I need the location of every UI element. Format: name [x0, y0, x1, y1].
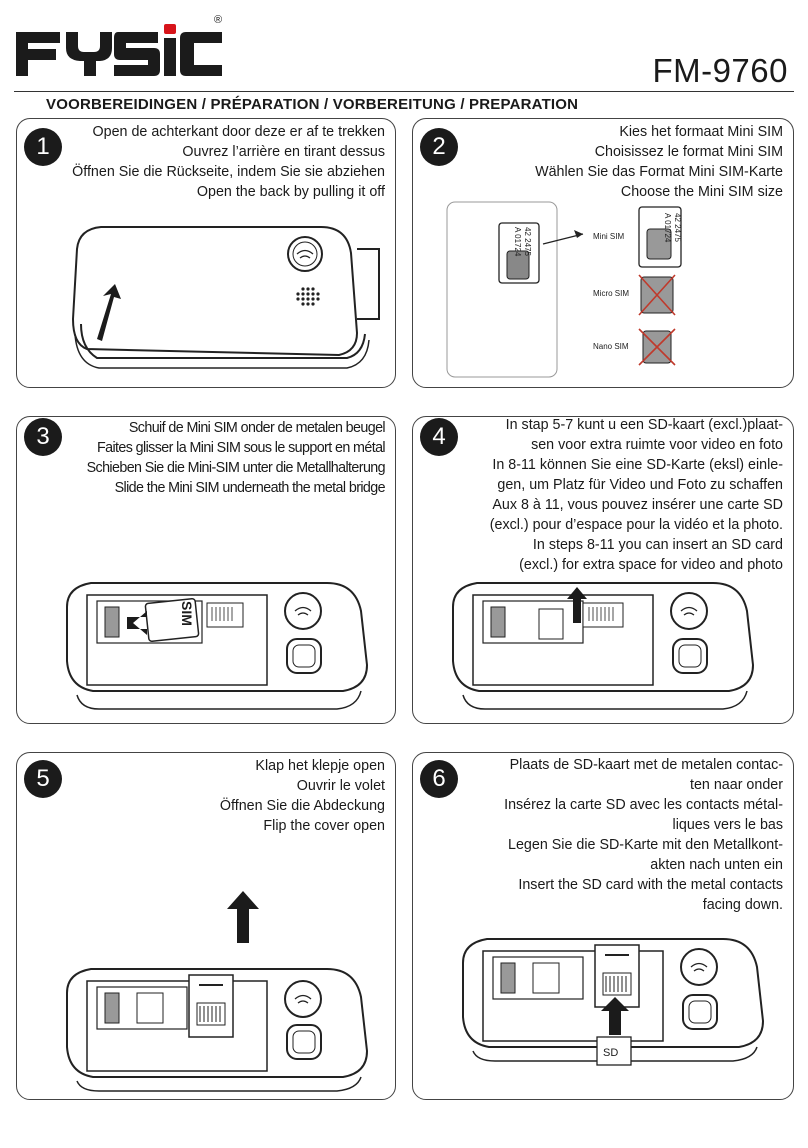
- step-4-line: sen voor extra ruimte voor video en foto: [531, 437, 783, 453]
- step-4-line: Aux 8 à 11, vous pouvez insérer une cart…: [492, 497, 783, 513]
- step-3-line: Schuif de Mini SIM onder de metalen beug…: [128, 420, 386, 436]
- step-3-line: Slide the Mini SIM underneath the metal …: [114, 480, 386, 496]
- step-3-line: Faites glisser la Mini SIM sous le suppo…: [96, 440, 386, 456]
- step-6-number: 6: [420, 760, 458, 798]
- step-4-text: In stap 5-7 kunt u een SD-kaart (excl.)p…: [489, 417, 783, 575]
- sim-option-mini: Mini SIM: [593, 232, 624, 241]
- step-5-line: Ouvrir le volet: [296, 778, 385, 794]
- step-4-line: gen, um Platz für Video und Foto zu scha…: [497, 477, 783, 493]
- step-4-line: In 8-11 können Sie eine SD-Karte (eksl) …: [492, 457, 783, 473]
- step-4-line: In steps 8-11 you can insert an SD card: [532, 537, 783, 553]
- phone-open-sim-illustration: SIM: [66, 582, 369, 710]
- step-6-line: liques vers le bas: [672, 817, 783, 833]
- step-2-line: Kies het formaat Mini SIM: [619, 124, 783, 140]
- step-2-line: Choisissez le format Mini SIM: [594, 144, 783, 160]
- step-6-panel: 6 Plaats de SD-kaart met de metalen cont…: [412, 752, 794, 1100]
- step-1-line: Open de achterkant door deze er af te tr…: [92, 124, 385, 140]
- step-5-line: Flip the cover open: [263, 818, 385, 834]
- svg-text:A 01724: A 01724: [513, 227, 522, 257]
- step-4-panel: 4 In stap 5-7 kunt u een SD-kaart (excl.…: [412, 416, 794, 724]
- sim-card-label: SIM: [179, 601, 195, 626]
- step-6-line: akten nach unten ein: [650, 857, 783, 873]
- page-heading: VOORBEREIDINGEN / PRÉPARATION / VORBEREI…: [46, 96, 579, 113]
- step-4-line: (excl.) for extra space for video and ph…: [519, 557, 783, 573]
- step-6-line: Insert the SD card with the metal contac…: [518, 877, 783, 893]
- fysic-logo: [16, 24, 222, 76]
- step-6-line: ten naar onder: [690, 777, 783, 793]
- step-2-panel: 2 Kies het formaat Mini SIM Choisissez l…: [412, 118, 794, 388]
- step-2-line: Wählen Sie das Format Mini SIM-Karte: [535, 164, 783, 180]
- step-5-line: Klap het klepje open: [255, 758, 385, 774]
- sim-option-nano: Nano SIM: [593, 342, 629, 351]
- step-2-number: 2: [420, 128, 458, 166]
- sim-option-micro: Micro SIM: [593, 289, 629, 298]
- step-4-line: In stap 5-7 kunt u een SD-kaart (excl.)p…: [505, 417, 783, 433]
- svg-text:A 01724: A 01724: [663, 213, 672, 243]
- step-5-number: 5: [24, 760, 62, 798]
- step-1-line: Öffnen Sie die Rückseite, indem Sie sie …: [72, 164, 385, 180]
- step-1-line: Ouvrez l’arrière en tirant dessus: [182, 144, 385, 160]
- step-3-number: 3: [24, 418, 62, 456]
- step-3-text: Schuif de Mini SIM onder de metalen beug…: [86, 418, 386, 498]
- step-6-line: Insérez la carte SD avec les contacts mé…: [504, 797, 783, 813]
- step-4-line: (excl.) pour d’espace pour la vidéo et l…: [489, 517, 783, 533]
- step-3-line: Schieben Sie die Mini-SIM unter die Meta…: [86, 460, 386, 476]
- step-1-text: Open de achterkant door deze er af te tr…: [72, 122, 385, 202]
- step-1-line: Open the back by pulling it off: [196, 184, 385, 200]
- step-6-line: facing down.: [702, 897, 783, 913]
- phone-sd-slot-illustration: [452, 582, 755, 710]
- step-4-number: 4: [420, 418, 458, 456]
- step-1-panel: 1 Open de achterkant door deze er af te …: [16, 118, 396, 388]
- sim-size-illustration: 42 2475 A 01724 Mini SIM 42 2475 A 01724…: [446, 201, 682, 378]
- svg-text:42 2475: 42 2475: [523, 227, 532, 256]
- step-1-number: 1: [24, 128, 62, 166]
- model-number: FM-9760: [652, 52, 788, 89]
- phone-back-illustration: [71, 226, 380, 369]
- step-3-panel: 3 Schuif de Mini SIM onder de metalen be…: [16, 416, 396, 724]
- step-2-line: Choose the Mini SIM size: [620, 184, 783, 200]
- step-2-text: Kies het formaat Mini SIM Choisissez le …: [535, 122, 783, 202]
- sd-card-label: SD: [603, 1047, 618, 1059]
- step-5-panel: 5 Klap het klepje open Ouvrir le volet Ö…: [16, 752, 396, 1100]
- step-5-line: Öffnen Sie die Abdeckung: [219, 798, 385, 814]
- step-6-line: Plaats de SD-kaart met de metalen contac…: [509, 757, 783, 773]
- phone-insert-sd-illustration: SD: [462, 938, 765, 1066]
- registered-mark: ®: [214, 14, 223, 26]
- header-rule: [14, 91, 794, 92]
- step-5-text: Klap het klepje open Ouvrir le volet Öff…: [220, 756, 385, 836]
- step-6-text: Plaats de SD-kaart met de metalen contac…: [504, 755, 783, 915]
- phone-flip-cover-illustration: [66, 891, 369, 1092]
- svg-text:42 2475: 42 2475: [673, 213, 682, 242]
- step-6-line: Legen Sie die SD-Karte mit den Metallkon…: [508, 837, 783, 853]
